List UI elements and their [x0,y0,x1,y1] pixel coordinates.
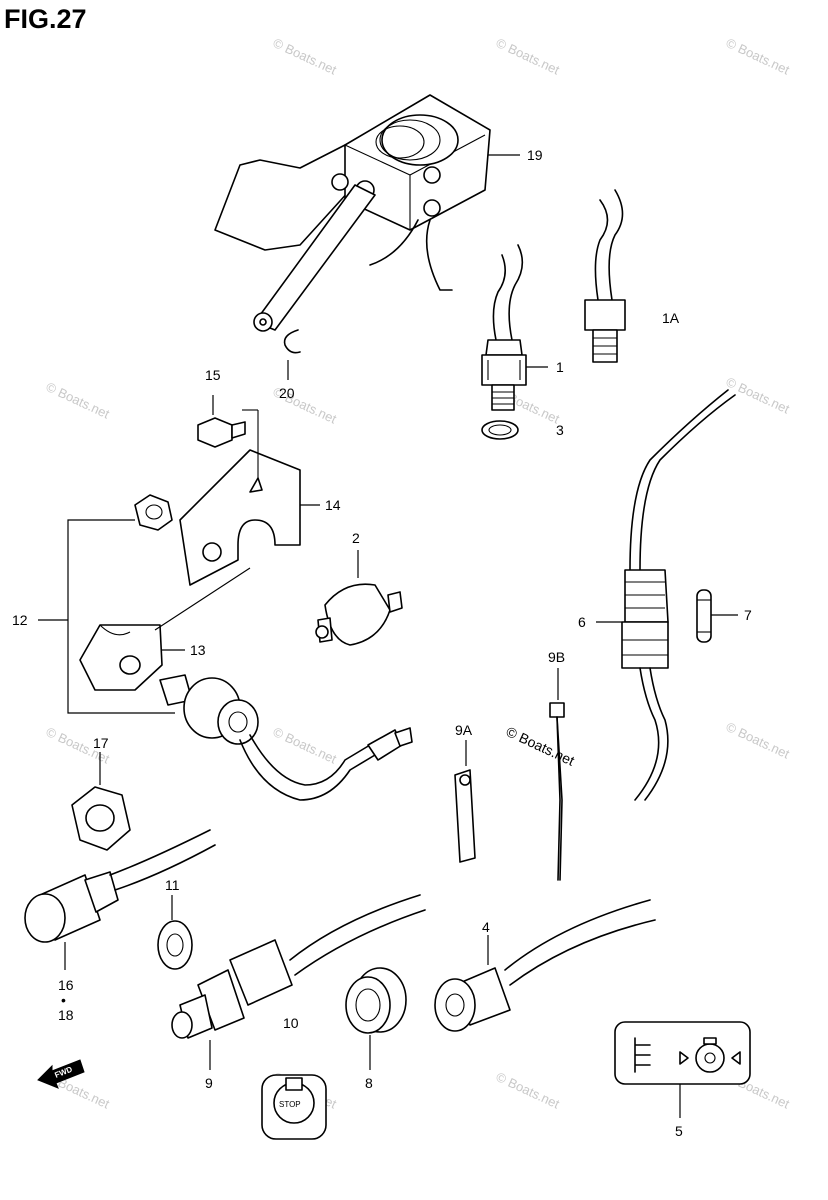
callout-5: 5 [675,1123,683,1139]
callout-3: 3 [556,422,564,438]
part-7-fuse [696,589,738,643]
part-5-label-plate [614,1021,751,1118]
callout-9: 9 [205,1075,213,1091]
part-9A-clamp [454,740,476,863]
stop-plate: STOP [261,1074,327,1140]
fwd-arrow-icon: FWD [37,1059,85,1089]
part-16-switch [24,829,216,970]
watermark: © Boats.net [724,719,792,762]
figure-title: FIG.27 [4,4,87,34]
part-19-solenoid [214,94,520,332]
part-9B-cable-tie [549,668,565,881]
callout-18: 18 [58,1007,74,1023]
callout-17: 17 [93,735,109,751]
watermark: © Boats.net [494,1069,562,1112]
watermark-dark: © Boats.net [504,723,577,769]
part-15-bolt [197,395,246,448]
part-1A-switch [584,189,626,363]
part-14-bracket [179,409,320,586]
callout-13: 13 [190,642,206,658]
callout-11: 11 [165,877,180,893]
watermark: © Boats.net [724,35,792,78]
callout-9A: 9A [455,722,473,738]
callout-8: 8 [365,1075,373,1091]
callout-14: 14 [325,497,341,513]
callout-20: 20 [279,385,295,401]
callout-10: 10 [283,1015,299,1031]
part-20-clip [283,329,301,380]
callout-15: 15 [205,367,221,383]
callout-7: 7 [744,607,752,623]
callout-12: 12 [12,612,28,628]
part-10-switch-body [171,894,426,1070]
callout-1A: 1A [662,310,680,326]
part-13-holder [79,567,251,691]
callout-9B: 9B [548,649,565,665]
part-3-washer [481,420,519,440]
callout-16: 16 [58,977,74,993]
callout-dot: • [61,992,66,1008]
watermark: © Boats.net [44,379,112,422]
part-11-washer [157,895,193,970]
part-17-nut [71,752,131,851]
stop-label: STOP [279,1100,301,1109]
callout-1: 1 [556,359,564,375]
part-12-nut [134,494,173,531]
part-12-switch [38,519,413,801]
part-2-sensor [315,550,403,646]
part-8-grommet [345,967,407,1070]
callout-19: 19 [527,147,543,163]
callout-2: 2 [352,530,360,546]
watermark: © Boats.net [271,724,339,767]
watermark: © Boats.net [271,35,339,78]
callout-6: 6 [578,614,586,630]
part-1-switch [481,244,548,411]
part-4-connector [434,899,656,1032]
part-6-fuse-holder [596,389,736,801]
callout-4: 4 [482,919,490,935]
watermark: © Boats.net [494,35,562,78]
